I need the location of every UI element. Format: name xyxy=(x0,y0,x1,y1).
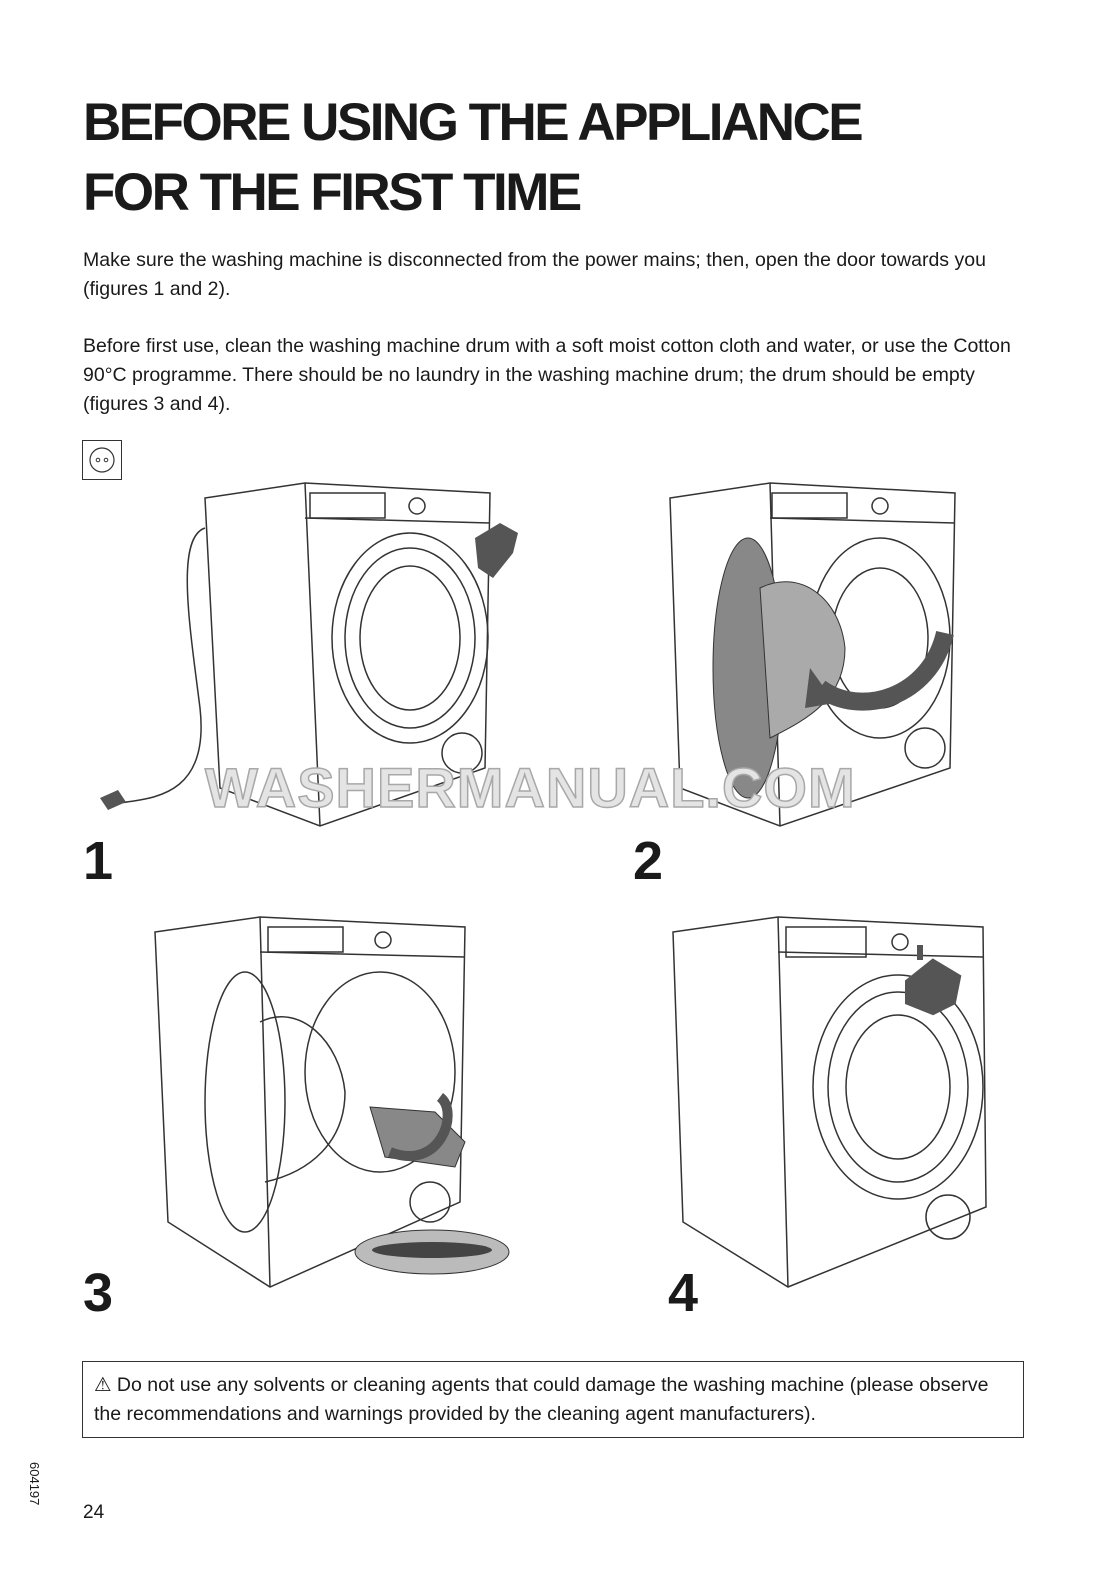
figure-number: 1 xyxy=(83,831,114,891)
title-line-2: FOR THE FIRST TIME xyxy=(83,163,582,222)
figure-4-illustration xyxy=(672,916,987,1288)
page-title: BEFORE USING THE APPLIANCE FOR THE FIRST … xyxy=(83,88,864,228)
warning-box: ⚠ Do not use any solvents or cleaning ag… xyxy=(82,1361,1024,1438)
page-number: 24 xyxy=(83,1502,105,1523)
figure-number: 2 xyxy=(633,831,664,891)
intro-paragraph: Make sure the washing machine is disconn… xyxy=(83,249,986,300)
figure-1-illustration xyxy=(100,482,518,827)
title-line-1: BEFORE USING THE APPLIANCE xyxy=(83,93,864,152)
watermark: WASHERMANUAL.COM xyxy=(204,755,856,820)
figure-2-illustration xyxy=(669,482,956,827)
figure-number: 4 xyxy=(668,1263,699,1323)
warning-text: Do not use any solvents or cleaning agen… xyxy=(94,1374,989,1425)
figure-3-illustration xyxy=(154,916,510,1288)
warning-icon: ⚠ xyxy=(94,1374,112,1396)
power-socket-icon xyxy=(82,440,122,480)
figure-number: 3 xyxy=(83,1263,114,1323)
cleaning-paragraph: Before first use, clean the washing mach… xyxy=(83,335,1011,415)
document-code: 604197 xyxy=(27,1462,42,1506)
